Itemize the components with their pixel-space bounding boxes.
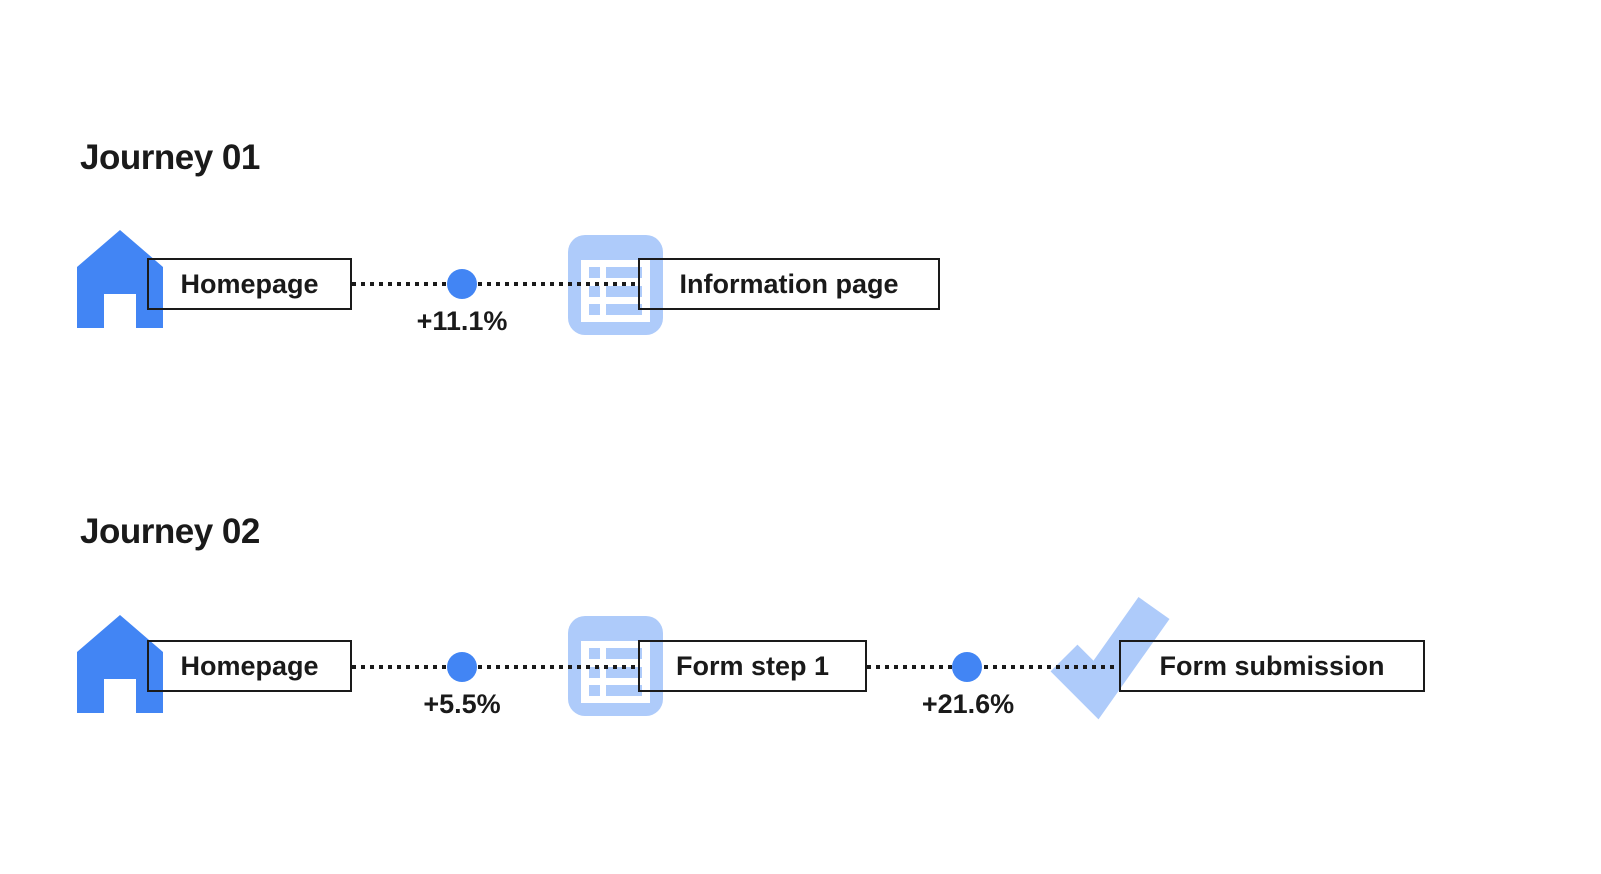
home-icon — [77, 230, 163, 333]
step-label-box: Information page — [638, 258, 940, 310]
transition-percentage: +21.6% — [921, 689, 1015, 719]
transition-percentage: +5.5% — [423, 689, 501, 719]
dotted-connector-line — [352, 282, 638, 286]
journey-2-title: Journey 02 — [80, 512, 260, 551]
transition-dot — [447, 652, 477, 682]
step-label: Information page — [679, 268, 899, 299]
step-label-box: Form step 1 — [638, 640, 867, 692]
step-label-box: Form submission — [1119, 640, 1425, 692]
transition-dot — [447, 269, 477, 299]
dotted-connector-line — [867, 665, 1119, 669]
home-icon — [77, 614, 163, 719]
step-label-box: Homepage — [147, 640, 352, 692]
transition-percentage: +11.1% — [416, 306, 508, 336]
step-label-box: Homepage — [147, 258, 352, 310]
step-label: Homepage — [180, 650, 319, 681]
dotted-connector-line — [352, 665, 640, 669]
step-label: Form submission — [1159, 650, 1385, 681]
step-label: Form step 1 — [675, 650, 830, 681]
step-label: Homepage — [180, 268, 319, 299]
journey-1-title: Journey 01 — [80, 138, 260, 177]
transition-dot — [952, 652, 982, 682]
